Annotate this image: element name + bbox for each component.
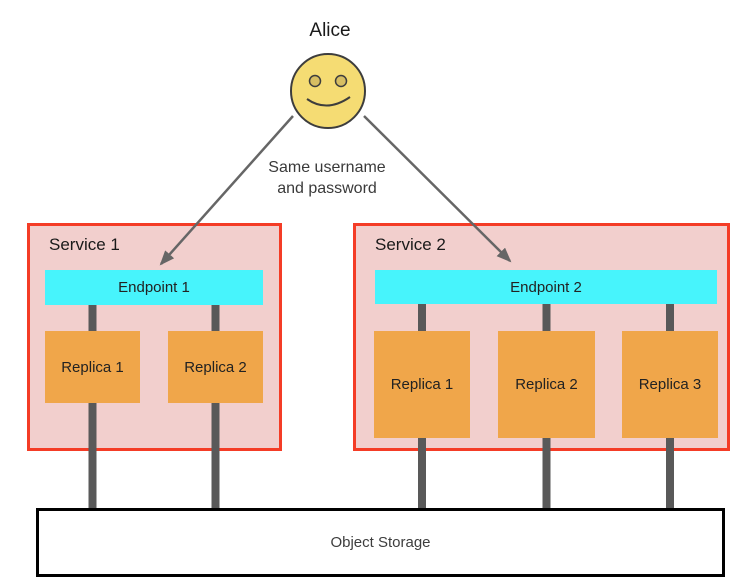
service-1-replica-1: Replica 1 <box>45 331 140 403</box>
object-storage-label: Object Storage <box>330 534 431 551</box>
annotation-line-2: and password <box>277 180 377 197</box>
service-2-endpoint: Endpoint 2 <box>375 270 717 304</box>
smile <box>306 96 351 107</box>
alice-label: Alice <box>309 20 351 41</box>
face-outline <box>290 53 366 129</box>
service-2-replica-3: Replica 3 <box>622 331 718 438</box>
service-1-endpoint: Endpoint 1 <box>45 270 263 305</box>
service-1-label: Service 1 <box>49 235 120 254</box>
service-2-label: Service 2 <box>375 235 446 254</box>
alice-smiley-icon <box>290 53 366 129</box>
service-2-replica-1: Replica 1 <box>374 331 470 438</box>
service-1-replica-2: Replica 2 <box>168 331 263 403</box>
object-storage-box: Object Storage <box>36 508 725 577</box>
right-eye <box>334 74 348 88</box>
left-eye <box>308 74 322 88</box>
annotation-line-1: Same username <box>268 159 386 176</box>
service-2-replica-2: Replica 2 <box>498 331 595 438</box>
arrow-annotation: Same username and password <box>227 157 427 199</box>
